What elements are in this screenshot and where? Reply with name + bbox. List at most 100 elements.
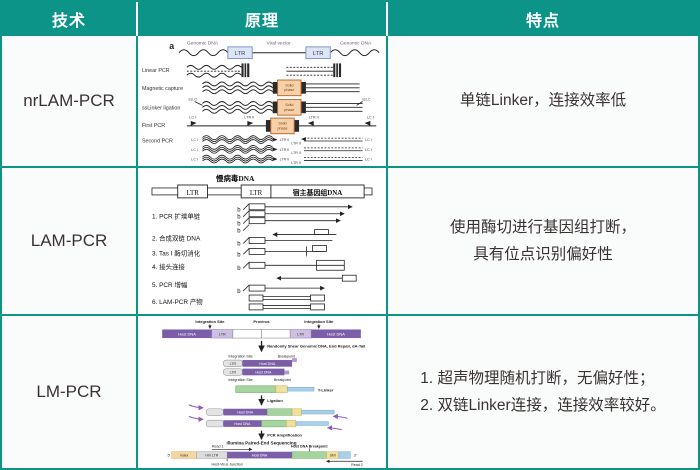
cell-features-lm: 1. 超声物理随机打断，无偏好性； 2. 双链Linker连接，连接效率较好。 (388, 316, 698, 468)
step4-label: 4. 接头连接 (152, 262, 185, 271)
ltr-label: LTR (250, 189, 263, 196)
b-label: b (237, 266, 241, 272)
ltr2-label: LTR II (291, 141, 301, 145)
integration-site-label: Integration Site (195, 318, 225, 323)
solid-label: Solid (278, 121, 286, 125)
tech-name-lm: LM-PCR (36, 382, 102, 401)
t-linker-label: T-Linker (318, 387, 334, 392)
host-dna-label: Host DNA (178, 331, 196, 336)
solid-phase-bead-2: Solid phase (272, 98, 306, 116)
integration-site-label: Integration Site (228, 354, 252, 358)
lc1-label: LC I (365, 147, 372, 151)
step-labels: 1. PCR 扩增单链 2. 合成双链 DNA 3. Tas I 酶切消化 4.… (152, 211, 203, 305)
host-dna-breakpoint-label: Host DNA Breakpoint (291, 444, 328, 448)
host-dna-label: Host DNA (259, 361, 276, 365)
provirus-construct: LTR LTR 宿主基因组DNA (151, 184, 373, 198)
umi-label: UMI (330, 453, 336, 457)
feature-line: 2. 双链Linker连接，连接效率较好。 (420, 397, 666, 414)
lc1-label: LC I (191, 138, 198, 142)
host-dna-label: Host DNA (327, 331, 345, 336)
integration-site-label: Integration Site (228, 378, 252, 382)
vector-construct (178, 48, 380, 56)
breakpoint-label: Breakpoint (278, 354, 295, 358)
step5-label: 5. PCR 增幅 (152, 280, 188, 289)
breakpoint-label: Breakpoint (274, 378, 291, 382)
cell-tech-lam: LAM-PCR (2, 168, 138, 316)
lm-pcr-diagram: Integration Site Provirus Integration Si… (162, 318, 365, 467)
first-pcr-label: First PCR (142, 122, 165, 128)
genomic-dna-right-label: Genomic DNA (340, 40, 372, 46)
three-prime-label: 3' (354, 453, 357, 457)
viral-vector-label: Viral vector (266, 40, 291, 46)
ltr-box-right (305, 45, 331, 59)
ltr2-flag-label: LTR II (309, 115, 319, 119)
ligated-product-2: Host DNA (188, 415, 342, 430)
ltr2-flag-label: LTR II (244, 115, 254, 119)
header-features: 特点 (388, 2, 698, 36)
b-label: b (237, 289, 241, 295)
tech-name-nrlam: nrLAM-PCR (23, 91, 115, 110)
magnetic-capture-strands (201, 80, 360, 94)
genomic-dna-left-label: Genomic DNA (187, 40, 219, 46)
top-bar-labels: Integration Site Provirus Integration Si… (195, 318, 334, 323)
lc1-label: LC I (365, 157, 372, 161)
ltr-left-label: LTR (235, 51, 246, 57)
sheared-fragment-2: LTR Host DNA (223, 367, 290, 376)
ltr-box-left (227, 45, 253, 59)
ltr-label: LTR (230, 370, 237, 374)
index-label: Index (180, 453, 189, 457)
ltr-label: LTR (219, 332, 226, 336)
ltr2-label: LTR II (291, 151, 301, 155)
header-principle-label: 原理 (244, 13, 279, 30)
ltr-label: LTR (297, 332, 304, 336)
second-pcr-products: LC I LTR II LTR II LC I LC I LTR II LTR … (191, 134, 372, 164)
lc1-flag-label: LC I (367, 115, 374, 119)
sslc-right-label: ssLC (362, 96, 371, 101)
header-tech: 技术 (2, 2, 138, 36)
first-pcr-primers (190, 120, 371, 126)
ltr-label: LTR (230, 361, 237, 365)
t-linker-bar: T-Linker (235, 385, 334, 393)
lc1-flag-label: LC I (189, 115, 196, 119)
host-dna-label: Host DNA (252, 453, 268, 457)
lam-pcr-diagram: 慢病毒DNA LTR LTR 宿主基因组DNA 1. PCR 扩增单链 2. 合… (151, 173, 373, 310)
lentivirus-dna-title: 慢病毒DNA (216, 173, 255, 183)
b-label: b (237, 207, 241, 213)
sheared-fragment-1: LTR Host DNA (223, 357, 297, 367)
cell-features-lam: 使用酶切进行基因组打断， 具有位点识别偏好性 (388, 168, 698, 316)
b-primer-labels: b b b b b b b b (237, 207, 241, 294)
feature-line: 使用酶切进行基因组打断， (449, 218, 636, 236)
step-graphics (242, 202, 357, 310)
step2-label: 2. 合成双链 DNA (152, 233, 201, 242)
shear-step-label: Randomly Shear Genomic DNA, End Repair, … (267, 343, 365, 348)
header-features-label: 特点 (525, 13, 560, 30)
pcr-amplification-label: PCR Amplification (267, 432, 302, 437)
b-label: b (237, 228, 241, 234)
sequencing-read-bar: 5' Index HIV LTR Host DNA UMI 3' (167, 450, 357, 459)
header-principle: 原理 (138, 2, 388, 36)
cell-tech-nrlam: nrLAM-PCR (2, 36, 138, 168)
ligated-product-1: Host DNA (188, 403, 348, 419)
read2-label: Read 2 (351, 463, 363, 467)
host-dna-label: Host DNA (237, 410, 254, 414)
host-genome-label: 宿主基因组DNA (293, 187, 343, 196)
phase-label: phase (284, 107, 294, 111)
b-label: b (237, 241, 241, 247)
features-lm: 1. 超声物理随机打断，无偏好性； 2. 双链Linker连接，连接效率较好。 (420, 365, 665, 419)
step3-label: 3. Tas I 酶切消化 (152, 248, 201, 257)
sslinker-ligation-label: ssLinker ligation (142, 105, 180, 111)
hiv-ltr-label: HIV LTR (205, 453, 218, 457)
phase-label: phase (277, 126, 287, 130)
solid-label: Solid (285, 102, 293, 106)
panel-a-label: a (169, 40, 174, 50)
linear-pcr-strands (186, 64, 334, 78)
ltr2-label: LTR II (280, 138, 290, 142)
second-pcr-label: Second PCR (142, 138, 173, 144)
host-virus-junction-label: Host-Virus Junction (212, 462, 243, 466)
lc1-label: LC I (365, 138, 372, 142)
provirus-genome-bar: Host DNA LTR LTR Host DNA (162, 328, 361, 338)
tech-name-lam: LAM-PCR (30, 231, 108, 250)
feature-line: 1. 超声物理随机打断，无偏好性； (420, 369, 655, 387)
step1-label: 1. PCR 扩增单链 (152, 211, 201, 220)
phase-label: phase (284, 88, 294, 92)
